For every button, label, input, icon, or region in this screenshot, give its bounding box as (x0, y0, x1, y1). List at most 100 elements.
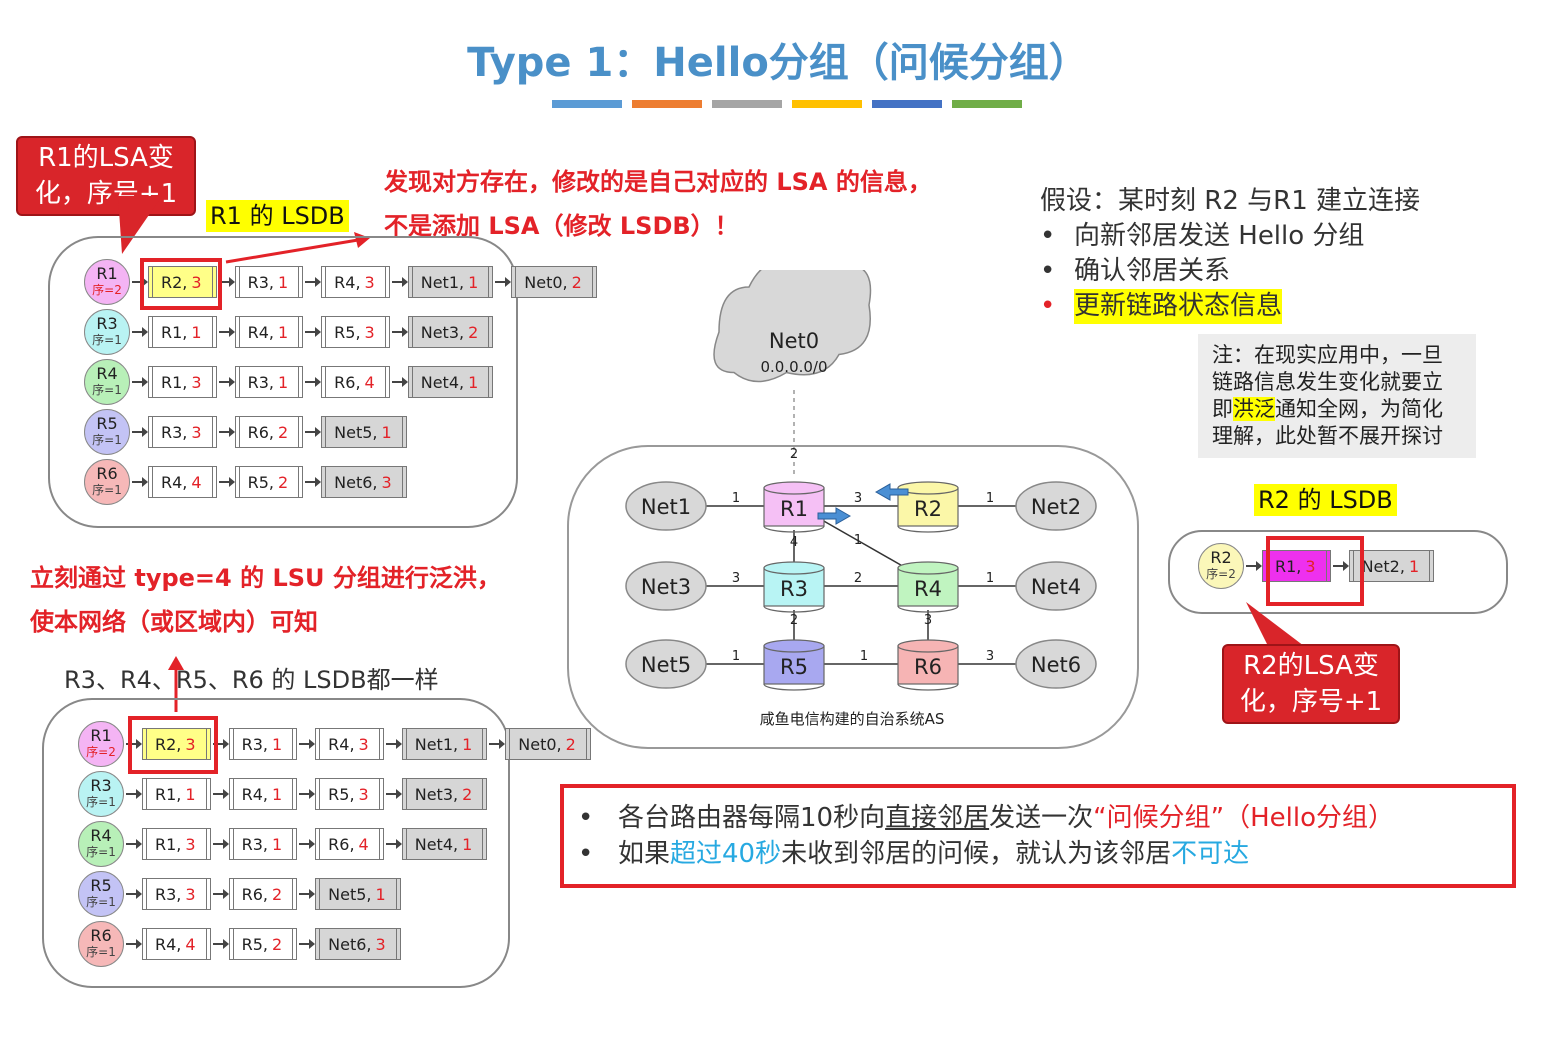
lsa-entry: R4, 1 (228, 778, 298, 810)
lsa-entry: R4, 4 (142, 928, 211, 960)
title-color-bar (632, 100, 702, 108)
lsa-entry: R6, 4 (315, 828, 384, 860)
sequence-number: 序=1 (86, 895, 116, 909)
lsa-cost: 1 (277, 272, 289, 292)
router-r2-top (897, 481, 959, 495)
net-cloud (625, 481, 707, 531)
hello-timeout-rule: • 如果 超过40秒 未收到邻居的问候，就认为该邻居 不可达 (578, 839, 1250, 869)
lsa-neighbor: Net4 (420, 372, 459, 392)
sequence-number: 序=1 (86, 945, 116, 959)
assumption-block: 假设：某时刻 R2 与R1 建立连接 •向新邻居发送 Hello 分组 •确认邻… (1040, 184, 1540, 324)
lsa-entry: Net6, 3 (321, 466, 407, 498)
link-cost: 1 (986, 571, 994, 586)
lsa-neighbor: R4 (161, 472, 183, 492)
lsa-entry: Net1, 1 (407, 266, 494, 298)
lsa-neighbor: R6 (241, 884, 263, 904)
link-arrow (126, 939, 142, 949)
router-r6-top (897, 639, 959, 653)
sequence-number: 序=1 (92, 483, 122, 497)
link-arrow (126, 889, 142, 899)
lsa-neighbor: R5 (328, 784, 350, 804)
lsa-entry: R3, 1 (228, 828, 298, 860)
link-arrow (218, 477, 235, 487)
lsa-neighbor: R3 (247, 372, 269, 392)
router-r1-base (763, 525, 825, 533)
lsa-neighbor: R1 (155, 834, 177, 854)
lsa-cost: 1 (462, 734, 473, 754)
title-color-bar (872, 100, 942, 108)
link-arrow (1246, 561, 1262, 571)
link-arrow (305, 427, 322, 437)
title-color-bar (792, 100, 862, 108)
lsa-cost: 2 (277, 472, 289, 492)
lsa-cost: 1 (271, 784, 283, 804)
lsa-entry: R5, 2 (228, 928, 298, 960)
router-r3-top (763, 561, 825, 575)
link-arrow (495, 277, 512, 287)
lsa-cost: 3 (381, 472, 392, 492)
assumption-item: •向新邻居发送 Hello 分组 (1040, 221, 1365, 251)
lsa-entry: R3, 3 (142, 878, 211, 910)
link-cost: 3 (924, 613, 932, 628)
lsa-entry: R2, 3 (148, 266, 217, 298)
lsa-cost: 2 (565, 734, 576, 754)
lsa-entry: R4, 3 (315, 728, 384, 760)
router-r2-base (897, 525, 959, 533)
lsa-entry: Net4, 1 (401, 828, 488, 860)
others-lsdb-panel (42, 698, 510, 988)
lsa-entry: Net3, 2 (401, 778, 488, 810)
lsa-neighbor: Net3 (420, 322, 459, 342)
lsa-entry: Net0, 2 (511, 266, 597, 298)
lsa-cost: 2 (462, 784, 473, 804)
lsa-cost: 1 (468, 372, 479, 392)
lsa-neighbor: R4 (241, 784, 263, 804)
as-caption: 咸鱼电信构建的自治系统AS (760, 710, 945, 728)
net0-address: 0.0.0.0/0 (760, 358, 827, 376)
link-cost: 1 (854, 533, 862, 548)
lsa-entry: R5, 2 (234, 466, 304, 498)
lsa-neighbor: R4 (247, 322, 269, 342)
net-label: Net2 (1031, 495, 1081, 519)
link-cost: 3 (732, 571, 740, 586)
link-arrow (212, 839, 229, 849)
link-arrow (212, 939, 229, 949)
link-arrow (299, 789, 316, 799)
link-arrow (299, 739, 316, 749)
as-boundary (567, 445, 1139, 749)
lsa-entry: R3, 1 (234, 366, 304, 398)
link-cost: 2 (790, 613, 798, 628)
r1-r2-entry-highlight (140, 258, 222, 310)
lsa-neighbor: R3 (247, 272, 269, 292)
lsa-neighbor: R5 (334, 322, 356, 342)
lsa-cost: 3 (185, 734, 196, 754)
link-arrow (299, 889, 316, 899)
lsa-cost: 3 (191, 272, 202, 292)
flooding-footnote: 注：在现实应用中，一旦 链路信息发生变化就要立 即洪泛通知全网，为简化 理解，此… (1198, 334, 1476, 458)
r1-note-pointer (118, 196, 162, 254)
r1-lsa-change-note: R1的LSA变 化，序号+1 (16, 136, 196, 216)
router-name: R4 (90, 826, 112, 845)
lsa-cost: 2 (571, 272, 582, 292)
same-lsdb-note: R3、R4、R5、R6 的 LSDB都一样 (64, 666, 439, 694)
router-name: R2 (1210, 548, 1232, 567)
lsa-entry: R1, 3 (142, 828, 211, 860)
router-r6-base (897, 683, 959, 691)
lsa-entry: Net1, 1 (401, 728, 488, 760)
lsa-entry: R3, 3 (148, 416, 217, 448)
link-arrow (385, 839, 402, 849)
